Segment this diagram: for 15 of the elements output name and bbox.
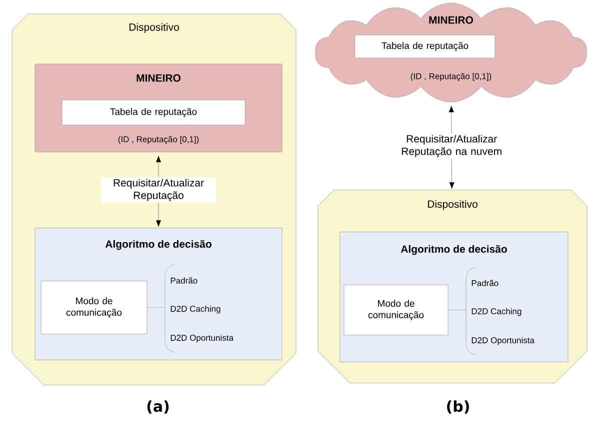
edge-label: Requisitar/Atualizar Reputação	[101, 177, 216, 203]
option-label: D2D Caching	[170, 306, 220, 314]
option-label: D2D Oportunista	[170, 334, 234, 342]
edge-label: Requisitar/Atualizar Reputação na nuvem	[394, 133, 510, 159]
panel-caption: (a)	[147, 400, 169, 414]
option-label: D2D Caching	[472, 308, 522, 316]
arrow	[448, 106, 454, 189]
mode-box: Modo de comunicação	[344, 284, 448, 336]
table-box: Tabela de reputação	[354, 34, 496, 58]
option-label: Padrão	[170, 277, 198, 284]
table-box: Tabela de reputação	[62, 100, 246, 126]
option-label: Padrão	[472, 280, 498, 286]
mode-box: Modo de comunicação	[40, 280, 148, 334]
option-label: D2D Oportunista	[472, 337, 534, 345]
panel-caption: (b)	[447, 400, 469, 414]
